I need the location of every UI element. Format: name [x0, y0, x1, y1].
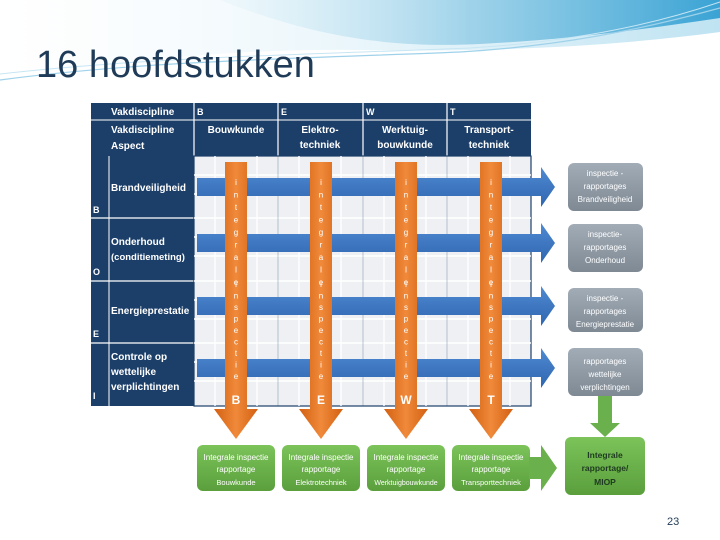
- final-report-box: [565, 437, 645, 495]
- column-arrow-w: [384, 162, 428, 439]
- aspect-letter-o: O: [93, 267, 100, 277]
- discipline-label-3b: bouwkunde: [377, 140, 433, 151]
- bottom-werktuig-line2: rapportage: [387, 465, 426, 474]
- bottom-werktuig-line3: Werktuigbouwkunde: [374, 480, 437, 487]
- row-arrow-brandveiligheid: [197, 167, 555, 207]
- header-row-main: [91, 120, 531, 156]
- header-letter-b: B: [197, 107, 204, 117]
- bottom-transport-line1: Integrale inspectie: [459, 453, 524, 462]
- row-header-line1: Vakdiscipline: [111, 125, 175, 136]
- column-arrow-b: [214, 162, 258, 439]
- header-row-top: [91, 103, 531, 120]
- discipline-label-2a: Elektro-: [301, 125, 338, 136]
- aspect-controle-line1: Controle op: [111, 352, 167, 363]
- row-arrow-energieprestatie: [197, 286, 555, 326]
- bottom-report-transporttechniek: [452, 445, 530, 491]
- slide-title: 16 hoofdstukken: [36, 44, 315, 86]
- report-brandveiligheid-line2: rapportages: [584, 182, 627, 191]
- bottom-bouwkunde-line2: rapportage: [217, 465, 256, 474]
- report-box-brandveiligheid: [568, 163, 643, 211]
- aspect-letter-i: I: [93, 391, 96, 401]
- aspect-brandveiligheid: Brandveiligheid: [111, 183, 186, 194]
- final-report-line2: rapportage/: [582, 463, 629, 473]
- final-report-line1: Integrale: [587, 450, 623, 460]
- bottom-elektro-line2: rapportage: [302, 465, 341, 474]
- column-arrow-t: [469, 162, 513, 439]
- row-arrow-controle: [197, 348, 555, 388]
- report-onderhoud-line3: Onderhoud: [585, 256, 625, 265]
- report-onderhoud-line1: inspectie-: [588, 230, 623, 239]
- aspect-onderhoud: Onderhoud: [111, 237, 165, 248]
- final-flow-arrow: [590, 396, 620, 437]
- discipline-label-3a: Werktuig-: [382, 125, 428, 136]
- bottom-transport-line2: rapportage: [472, 465, 511, 474]
- row-header-line2: Aspect: [111, 141, 145, 152]
- bottom-elektro-line1: Integrale inspectie: [289, 453, 354, 462]
- aspect-energieprestatie: Energieprestatie: [111, 306, 190, 317]
- column-arrow-label-w: W: [400, 393, 412, 407]
- header-swoosh-decoration: [0, 0, 720, 81]
- row-arrow-onderhoud: [197, 223, 555, 263]
- bottom-werktuig-line1: Integrale inspectie: [374, 453, 439, 462]
- report-wettelijk-line1: rapportages: [584, 357, 627, 366]
- aspect-controle-line2: wettelijke: [110, 367, 156, 378]
- bottom-bouwkunde-line1: Integrale inspectie: [204, 453, 269, 462]
- bottom-transport-line3: Transporttechniek: [461, 478, 521, 487]
- bottom-flow-arrow: [529, 445, 557, 491]
- page-number: 23: [667, 516, 680, 528]
- report-box-onderhoud: [568, 224, 643, 272]
- aspect-letter-b: B: [93, 205, 100, 215]
- report-energieprestatie-line2: rapportages: [584, 307, 627, 316]
- bottom-report-elektrotechniek: [282, 445, 360, 491]
- inspection-diagram: Vakdiscipline B E W T Vakdiscipline Aspe…: [91, 103, 649, 497]
- column-arrow-label-t: T: [487, 393, 495, 407]
- report-wettelijk-line2: wettelijke: [588, 370, 622, 379]
- report-box-wettelijk: [568, 348, 643, 396]
- report-wettelijk-line3: verplichtingen: [580, 383, 629, 392]
- final-report-line3: MIOP: [594, 477, 616, 487]
- column-arrow-label-b: B: [232, 393, 241, 407]
- aspect-onderhoud-sub: (conditiemeting): [111, 252, 185, 263]
- bottom-bouwkunde-line3: Bouwkunde: [216, 478, 255, 487]
- aspect-controle-line3: verplichtingen: [111, 382, 179, 393]
- report-box-energieprestatie: [568, 288, 643, 332]
- aspect-letter-e: E: [93, 329, 99, 339]
- column-arrow-e: [299, 162, 343, 439]
- discipline-label-1a: Bouwkunde: [208, 125, 265, 136]
- header-top-label: Vakdiscipline: [111, 107, 175, 118]
- header-letter-w: W: [366, 107, 375, 117]
- column-arrow-label-e: E: [317, 393, 325, 407]
- report-brandveiligheid-line1: inspectie -: [587, 169, 624, 178]
- report-onderhoud-line2: rapportages: [584, 243, 627, 252]
- discipline-label-4b: techniek: [469, 140, 510, 151]
- bottom-report-werktuigbouwkunde: [367, 445, 445, 491]
- discipline-label-2b: techniek: [300, 140, 341, 151]
- discipline-label-4a: Transport-: [464, 125, 513, 136]
- report-energieprestatie-line3: Energieprestatie: [576, 320, 635, 329]
- report-brandveiligheid-line3: Brandveiligheid: [578, 195, 633, 204]
- bottom-report-bouwkunde: [197, 445, 275, 491]
- bottom-elektro-line3: Elektrotechniek: [295, 478, 347, 487]
- header-letter-e: E: [281, 107, 287, 117]
- report-energieprestatie-line1: inspectie -: [587, 294, 624, 303]
- header-letter-t: T: [450, 107, 456, 117]
